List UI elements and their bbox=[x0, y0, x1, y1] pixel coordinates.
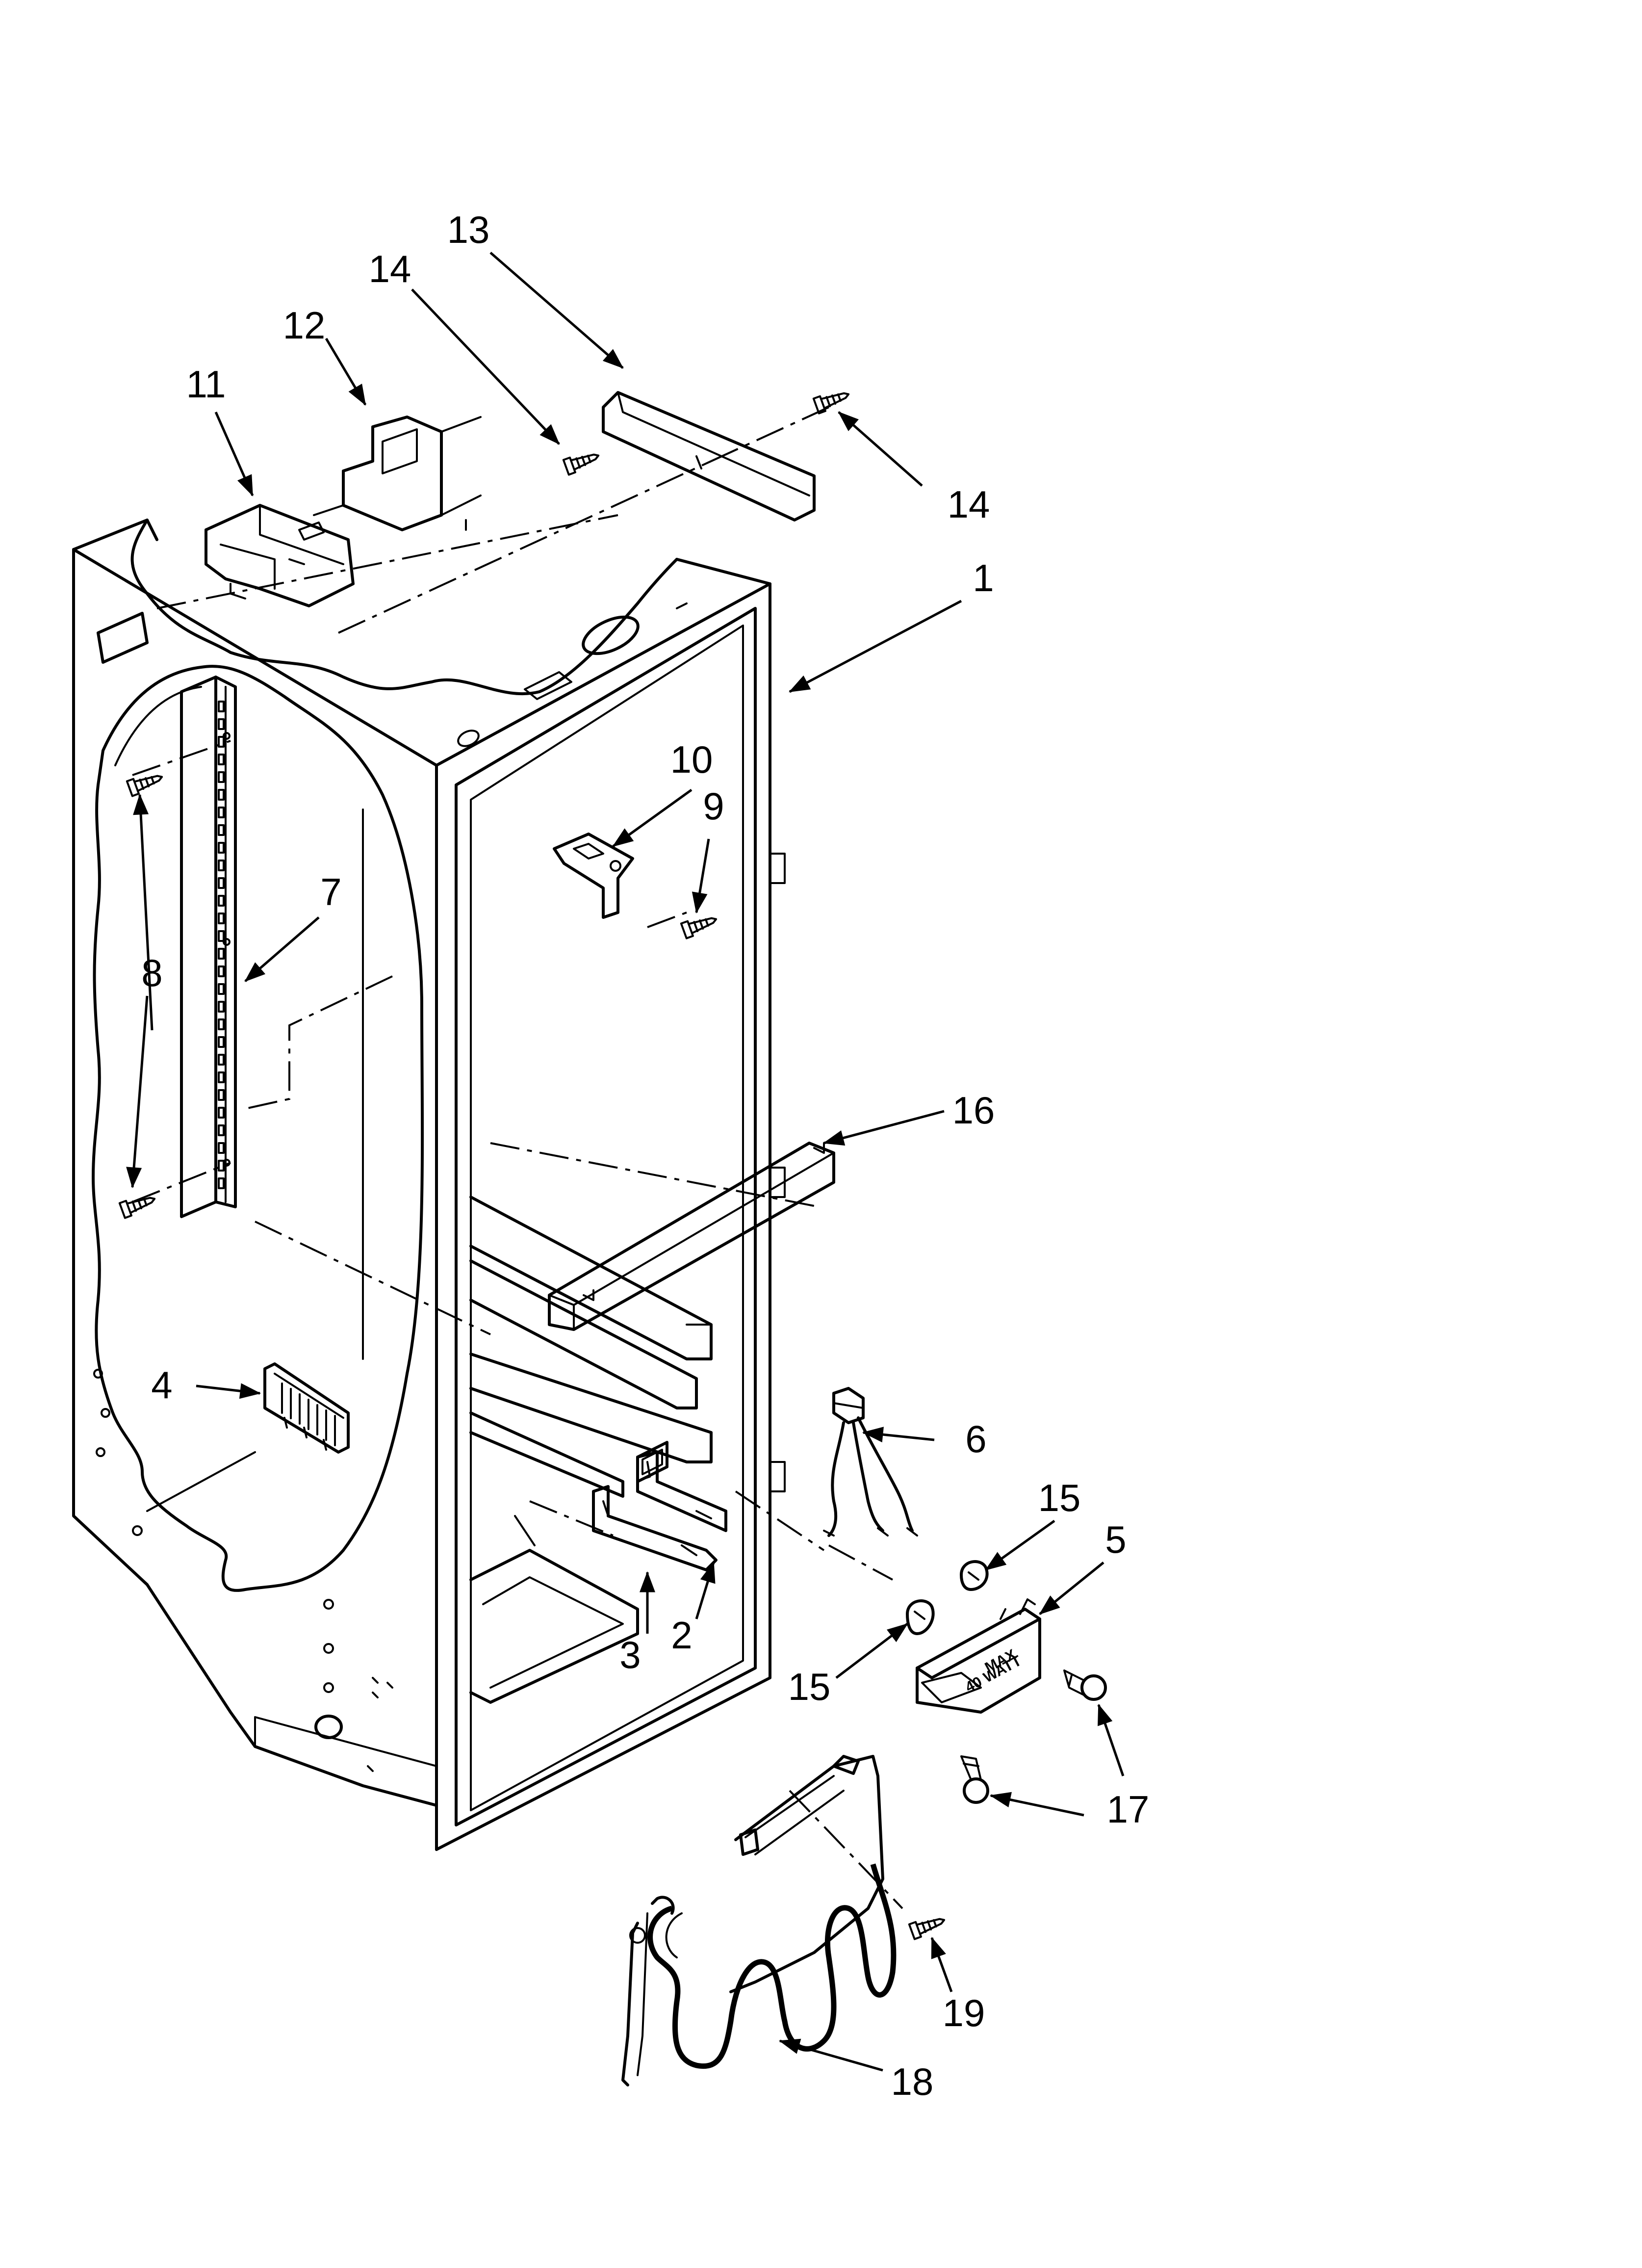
callout-4: 4 bbox=[151, 1363, 172, 1407]
screw bbox=[562, 453, 600, 476]
assembly-centerlines bbox=[132, 406, 903, 1909]
shelf-ladder bbox=[180, 676, 237, 1218]
ladder-hole bbox=[223, 732, 231, 740]
cross-brace bbox=[548, 1142, 835, 1331]
ladder-slot bbox=[218, 912, 225, 924]
callout-8: 8 bbox=[141, 951, 162, 994]
ladder-slot bbox=[218, 701, 225, 712]
screw bbox=[908, 1918, 946, 1940]
ladder-slot bbox=[218, 1001, 225, 1013]
callout-19: 19 bbox=[943, 1991, 985, 2034]
ladder-slot bbox=[218, 983, 225, 995]
callout-labels: 13 14 12 11 14 1 10 9 7 8 16 4 6 15 5 15… bbox=[141, 208, 1149, 2103]
light-switch-mount bbox=[636, 1441, 668, 1483]
ladder-slot bbox=[218, 736, 225, 748]
ladder-slot bbox=[218, 930, 225, 942]
callout-2: 2 bbox=[671, 1614, 692, 1657]
ladder-slot bbox=[218, 860, 225, 871]
ladder-slot bbox=[218, 1054, 225, 1066]
ladder-slot bbox=[218, 842, 225, 854]
callout-1: 1 bbox=[973, 556, 994, 600]
light-bracket-3 bbox=[592, 1485, 718, 1571]
light-bracket-2 bbox=[636, 1451, 727, 1532]
air-vent bbox=[263, 1362, 350, 1454]
ladder-slot bbox=[218, 1089, 225, 1101]
mounting-bracket bbox=[553, 833, 634, 919]
cabinet-liner bbox=[72, 519, 786, 1851]
callout-15-upper: 15 bbox=[1038, 1476, 1081, 1519]
ladder-slot bbox=[218, 948, 225, 960]
ladder-slot bbox=[218, 1177, 225, 1189]
light-bulb-lower bbox=[960, 1755, 989, 1804]
ladder-slot bbox=[218, 718, 225, 730]
ladder-slot bbox=[218, 754, 225, 765]
ladder-slot bbox=[218, 1071, 225, 1083]
callout-15-lower: 15 bbox=[788, 1665, 831, 1708]
callout-17: 17 bbox=[1107, 1788, 1150, 1831]
callout-14-top: 14 bbox=[369, 247, 411, 290]
ladder-slot bbox=[218, 771, 225, 783]
callout-12: 12 bbox=[283, 304, 326, 347]
callout-7: 7 bbox=[320, 870, 341, 913]
callout-13: 13 bbox=[447, 208, 490, 251]
ladder-slot bbox=[218, 1107, 225, 1119]
screw bbox=[680, 917, 718, 939]
control-bracket bbox=[313, 416, 482, 531]
callout-5: 5 bbox=[1105, 1518, 1126, 1561]
callout-10: 10 bbox=[670, 738, 713, 781]
screw bbox=[118, 1197, 156, 1219]
ladder-slot bbox=[218, 877, 225, 889]
shelf-rails bbox=[469, 1196, 713, 1704]
top-cover-strip bbox=[602, 391, 816, 521]
callout-9: 9 bbox=[703, 784, 724, 828]
callout-6: 6 bbox=[965, 1417, 986, 1460]
ladder-slot bbox=[218, 807, 225, 818]
ladder-slot bbox=[218, 1124, 225, 1136]
wire-harness bbox=[823, 1387, 918, 1537]
leader-lines bbox=[126, 252, 1125, 2072]
ladder-slot bbox=[218, 1036, 225, 1048]
ladder-slot bbox=[218, 824, 225, 836]
ladder-slot bbox=[218, 1160, 225, 1172]
callout-16: 18 bbox=[891, 2060, 934, 2103]
control-housing bbox=[205, 504, 355, 607]
screw bbox=[812, 392, 850, 415]
callout-3: 3 bbox=[619, 1633, 641, 1676]
ladder-hole bbox=[223, 938, 231, 946]
light-housing: MAX 40 WATT bbox=[916, 1598, 1041, 1714]
light-bulb-upper bbox=[1063, 1669, 1107, 1701]
screws bbox=[118, 392, 946, 1940]
callout-18: 16 bbox=[952, 1089, 995, 1132]
callout-14-right: 14 bbox=[948, 483, 990, 526]
light-clip-upper bbox=[960, 1560, 989, 1591]
ladder-slot bbox=[218, 789, 225, 801]
ladder-slot bbox=[218, 895, 225, 907]
screw bbox=[126, 775, 163, 797]
ladder-slot bbox=[218, 965, 225, 977]
evaporator-coil bbox=[621, 1755, 897, 2086]
light-clip-lower bbox=[906, 1599, 935, 1635]
ladder-slot bbox=[218, 1018, 225, 1030]
ladder-slot bbox=[218, 1142, 225, 1154]
callout-11: 11 bbox=[186, 363, 226, 406]
